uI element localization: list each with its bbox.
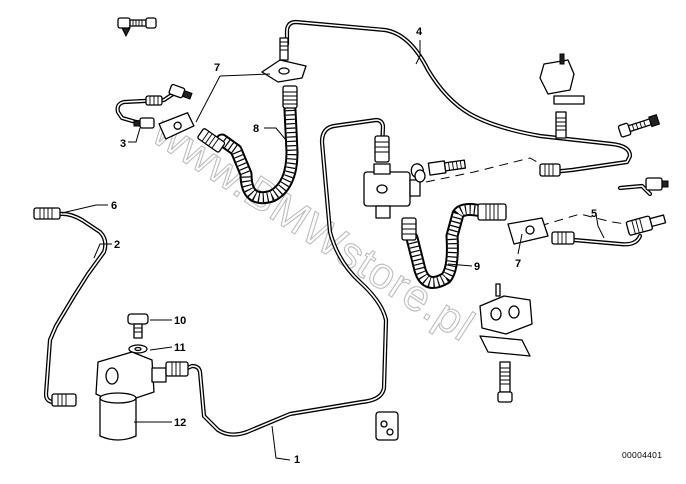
- washer: [414, 169, 426, 183]
- bolt-10: [127, 313, 149, 339]
- fitting-2-bottom: [51, 393, 77, 407]
- fitting-3-low: [133, 117, 155, 129]
- t-piece: [363, 163, 421, 219]
- bracket-7-lower: [507, 217, 549, 245]
- callouts: 1 2 3 4 5 6 7 7 8 9 10 11 12: [111, 26, 597, 466]
- hose-9-fitting: [477, 203, 507, 221]
- callout-11: 11: [174, 342, 186, 354]
- callout-3: 3: [120, 138, 126, 150]
- brake-pipes: [43, 19, 653, 437]
- bracket-7-upper: [158, 112, 195, 140]
- callout-7a: 7: [214, 62, 220, 74]
- fitting-5-right: [625, 214, 667, 236]
- bracket-7-top: [261, 37, 307, 83]
- bleeder-screw: [117, 17, 157, 38]
- callout-2: 2: [114, 239, 120, 251]
- callout-4: 4: [416, 26, 423, 38]
- small-clip: [375, 411, 399, 441]
- hose-8-top-fitting: [282, 85, 298, 109]
- t-piece-top-fitting: [374, 135, 390, 163]
- callout-6: 6: [111, 200, 117, 212]
- clip-upper-right: [539, 53, 585, 139]
- leader-lines: [61, 40, 605, 461]
- fitting-2-top: [33, 207, 61, 220]
- fitting-5-left: [551, 231, 575, 245]
- callout-7b: 7: [515, 258, 521, 270]
- callout-12: 12: [174, 417, 186, 429]
- callout-10: 10: [174, 315, 186, 327]
- washer-11: [128, 344, 148, 354]
- fitting-4-end: [539, 163, 561, 177]
- brake-hose-8: [215, 103, 299, 205]
- fitting-3-top: [168, 83, 193, 100]
- callout-5: 5: [591, 208, 597, 220]
- line-holder: [479, 283, 533, 357]
- fitting-3-mid: [145, 95, 163, 106]
- holder-screw: [497, 361, 513, 403]
- fitting-right-short: [645, 177, 669, 191]
- assembly-guides: [425, 157, 641, 227]
- fittings: [33, 17, 669, 441]
- pipe-2: [43, 211, 108, 405]
- brake-hose-9: [405, 203, 495, 289]
- t-piece-low-fitting: [401, 217, 417, 241]
- pressure-regulator: [95, 351, 167, 441]
- screw-right: [617, 113, 661, 138]
- callout-9: 9: [474, 261, 480, 273]
- callout-1: 1: [294, 454, 300, 466]
- regulator-fitting: [165, 361, 189, 377]
- drawing-number: 00004401: [622, 450, 662, 460]
- watermark: www.BMWstore.pl: [144, 107, 483, 351]
- callout-8: 8: [253, 123, 259, 135]
- hose-8-low-fitting: [197, 128, 226, 153]
